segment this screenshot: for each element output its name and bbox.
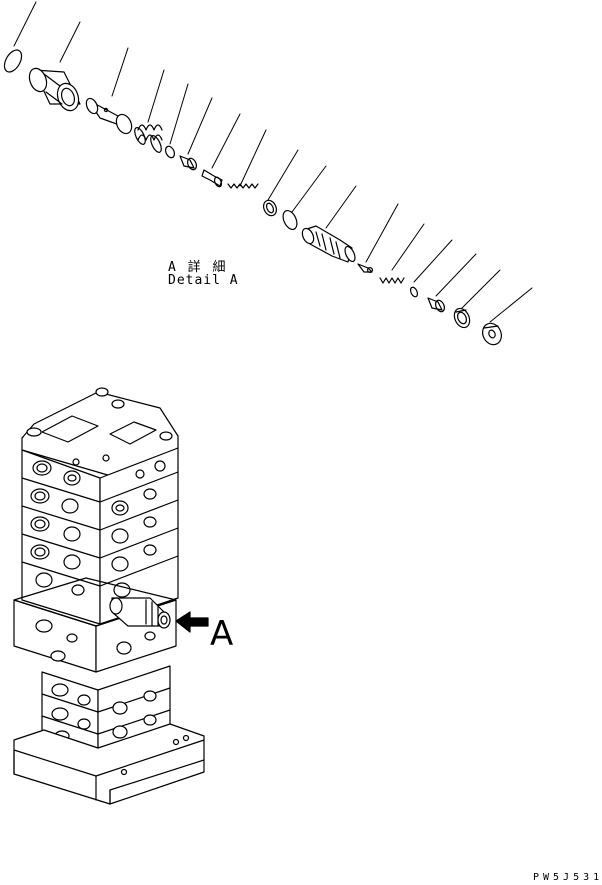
small-sleeve-part	[180, 156, 198, 171]
lock-nut-part	[451, 306, 472, 330]
cap-part	[479, 320, 505, 348]
valve-sleeve-part	[26, 66, 82, 114]
view-arrow-icon	[176, 612, 208, 632]
left-face-ports	[31, 461, 84, 595]
retainer-ring-part	[164, 145, 176, 159]
installed-valve	[110, 598, 170, 628]
leader-lines	[14, 2, 532, 322]
right-face-ports	[73, 455, 165, 597]
o-ring-3-part	[409, 286, 419, 298]
exploded-detail-a	[1, 2, 532, 348]
control-valve-block	[14, 388, 204, 804]
spool-part	[84, 97, 134, 136]
plug-part	[428, 298, 446, 313]
detail-label-jp: A 詳 細	[168, 260, 228, 275]
valve-stack-right-face	[100, 448, 178, 624]
poppet-pin-part	[202, 170, 223, 188]
small-spring-part	[228, 184, 258, 188]
o-ring-2-part	[280, 208, 299, 231]
spring-part	[133, 125, 164, 154]
base-plate	[14, 724, 204, 804]
back-up-ring-part	[261, 198, 279, 218]
o-ring-part	[1, 47, 25, 75]
drawing-code: PW5J531	[533, 872, 602, 883]
detail-label-en: Detail A	[168, 273, 239, 288]
valve-assembly-part	[300, 226, 357, 263]
small-pin-part	[358, 264, 372, 272]
spring-2-part	[380, 278, 404, 283]
view-arrow-letter: A	[210, 614, 234, 654]
